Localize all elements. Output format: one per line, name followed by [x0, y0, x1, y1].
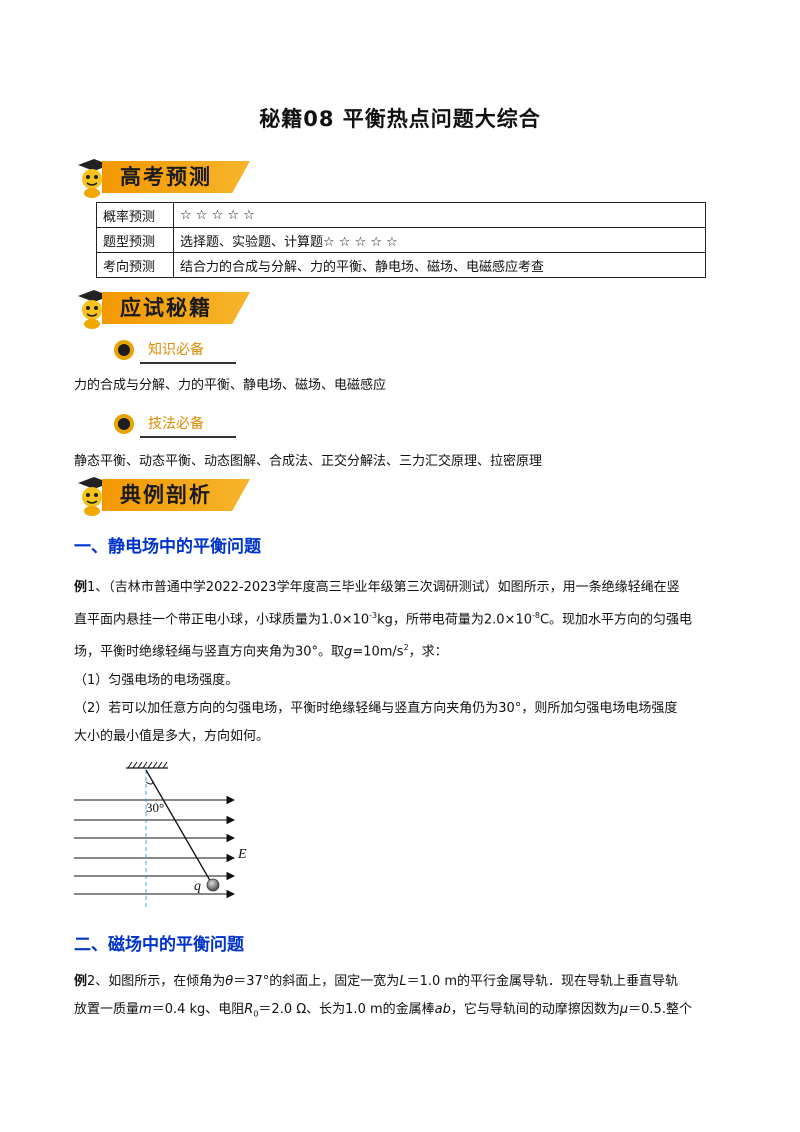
variable: L	[399, 974, 407, 989]
section-heading: 一、静电场中的平衡问题	[74, 537, 261, 557]
example-2-text: 例2、如图所示，在倾角为θ＝37°的斜面上，固定一宽为L＝1.0 m的平行金属导…	[74, 968, 734, 1029]
table-row: 考向预测 结合力的合成与分解、力的平衡、静电场、磁场、电磁感应考查	[96, 252, 706, 278]
text-span: =10m/s	[352, 644, 404, 660]
example-label: 例	[74, 580, 88, 595]
text-span: 直平面内悬挂一个带正电小球，小球质量为1.0×10	[74, 612, 370, 628]
sub-banner-skills: 技法必备	[110, 410, 240, 440]
charge-label: q	[194, 879, 201, 894]
text-span: （吉林市普通中学2022-2023学年度高三毕业年级第三次调研测试）如图所示，用…	[108, 580, 680, 595]
exponent: -8	[531, 611, 540, 620]
text-span: ＝1.0 m的平行金属导轨．现在导轨上垂直导轨	[406, 974, 679, 989]
table-cell-value: ☆ ☆ ☆ ☆ ☆	[173, 202, 706, 228]
variable: g	[344, 644, 353, 660]
sub-banner-label: 技法必备	[148, 416, 204, 432]
text-span: C。现加水平方向的匀强电	[539, 612, 693, 628]
knowledge-text: 力的合成与分解、力的平衡、静电场、磁场、电磁感应	[74, 378, 387, 393]
table-row: 题型预测 选择题、实验题、计算题☆ ☆ ☆ ☆ ☆	[96, 227, 706, 253]
text-span: ＝2.0 Ω、长为1.0 m的金属棒	[258, 1002, 435, 1017]
exponent: 2	[403, 643, 409, 653]
table-cell-key: 概率预测	[96, 202, 174, 228]
bullet-icon	[114, 340, 134, 360]
banner-title: 高考预测	[120, 165, 212, 189]
variable: m	[139, 1002, 152, 1017]
text-span: 放置一质量	[74, 1002, 140, 1017]
table-row: 概率预测 ☆ ☆ ☆ ☆ ☆	[96, 202, 706, 228]
example-label: 例	[74, 974, 88, 989]
text-span: ，求：	[408, 644, 448, 660]
text-line: 例1、（吉林市普通中学2022-2023学年度高三毕业年级第三次调研测试）如图所…	[74, 574, 734, 602]
text-span: ＝0.5.整个	[628, 1002, 692, 1017]
section-banner-examples: 典例剖析	[72, 473, 252, 517]
example-number: 1、	[87, 580, 109, 595]
variable: R	[244, 1002, 254, 1017]
text-line: 场，平衡时绝缘轻绳与竖直方向夹角为30°。取g=10m/s2，求：	[74, 634, 734, 666]
text-line: 直平面内悬挂一个带正电小球，小球质量为1.0×10-3kg，所带电荷量为2.0×…	[74, 602, 734, 634]
banner-title: 应试秘籍	[120, 296, 212, 320]
variable: ab	[434, 1002, 451, 1017]
table-cell-key: 考向预测	[96, 252, 174, 278]
forecast-table: 概率预测 ☆ ☆ ☆ ☆ ☆ 题型预测 选择题、实验题、计算题☆ ☆ ☆ ☆ ☆…	[96, 202, 706, 278]
question-1: （1）匀强电场的电场强度。	[74, 672, 239, 688]
table-cell-key: 题型预测	[96, 227, 174, 253]
text-line: 例2、如图所示，在倾角为θ＝37°的斜面上，固定一宽为L＝1.0 m的平行金属导…	[74, 968, 734, 996]
section-banner-tips: 应试秘籍	[72, 286, 252, 330]
exponent: -3	[369, 611, 378, 620]
sub-banner-label: 知识必备	[148, 342, 204, 358]
question-2-cont: 大小的最小值是多大，方向如何。	[74, 728, 270, 744]
text-span: ，它与导轨间的动摩擦因数为	[450, 1002, 620, 1017]
subscript: 0	[253, 1009, 259, 1019]
section-heading: 二、磁场中的平衡问题	[74, 935, 244, 955]
sub-banner-knowledge: 知识必备	[110, 336, 240, 366]
text-line: 放置一质量m＝0.4 kg、电阻R0＝2.0 Ω、长为1.0 m的金属棒ab，它…	[74, 996, 734, 1029]
text-span: 场，平衡时绝缘轻绳与竖直方向夹角为30°。取	[74, 644, 345, 660]
table-cell-value: 选择题、实验题、计算题☆ ☆ ☆ ☆ ☆	[173, 227, 706, 253]
table-cell-value: 结合力的合成与分解、力的平衡、静电场、磁场、电磁感应考查	[173, 252, 706, 278]
page-title: 秘籍08 平衡热点问题大综合	[259, 107, 541, 131]
text-span: 2、如图所示，在倾角为	[87, 974, 226, 989]
skills-text: 静态平衡、动态平衡、动态图解、合成法、正交分解法、三力汇交原理、拉密原理	[74, 454, 543, 469]
electric-field-figure: 30° E q	[74, 761, 247, 910]
variable: μ	[619, 1002, 629, 1017]
field-label: E	[237, 847, 247, 862]
text-span: ＝0.4 kg、电阻	[151, 1002, 245, 1017]
angle-label: 30°	[146, 800, 164, 815]
text-span: kg，所带电荷量为2.0×10	[377, 612, 532, 628]
variable: θ	[225, 974, 234, 989]
bullet-icon	[114, 414, 134, 434]
section-banner-forecast: 高考预测	[72, 155, 252, 199]
question-2: （2）若可以加任意方向的匀强电场，平衡时绝缘轻绳与竖直方向夹角仍为30°，则所加…	[74, 700, 678, 716]
example-1-text: 例1、（吉林市普通中学2022-2023学年度高三毕业年级第三次调研测试）如图所…	[74, 574, 734, 751]
banner-title: 典例剖析	[120, 483, 212, 507]
text-span: ＝37°的斜面上，固定一宽为	[233, 974, 400, 989]
